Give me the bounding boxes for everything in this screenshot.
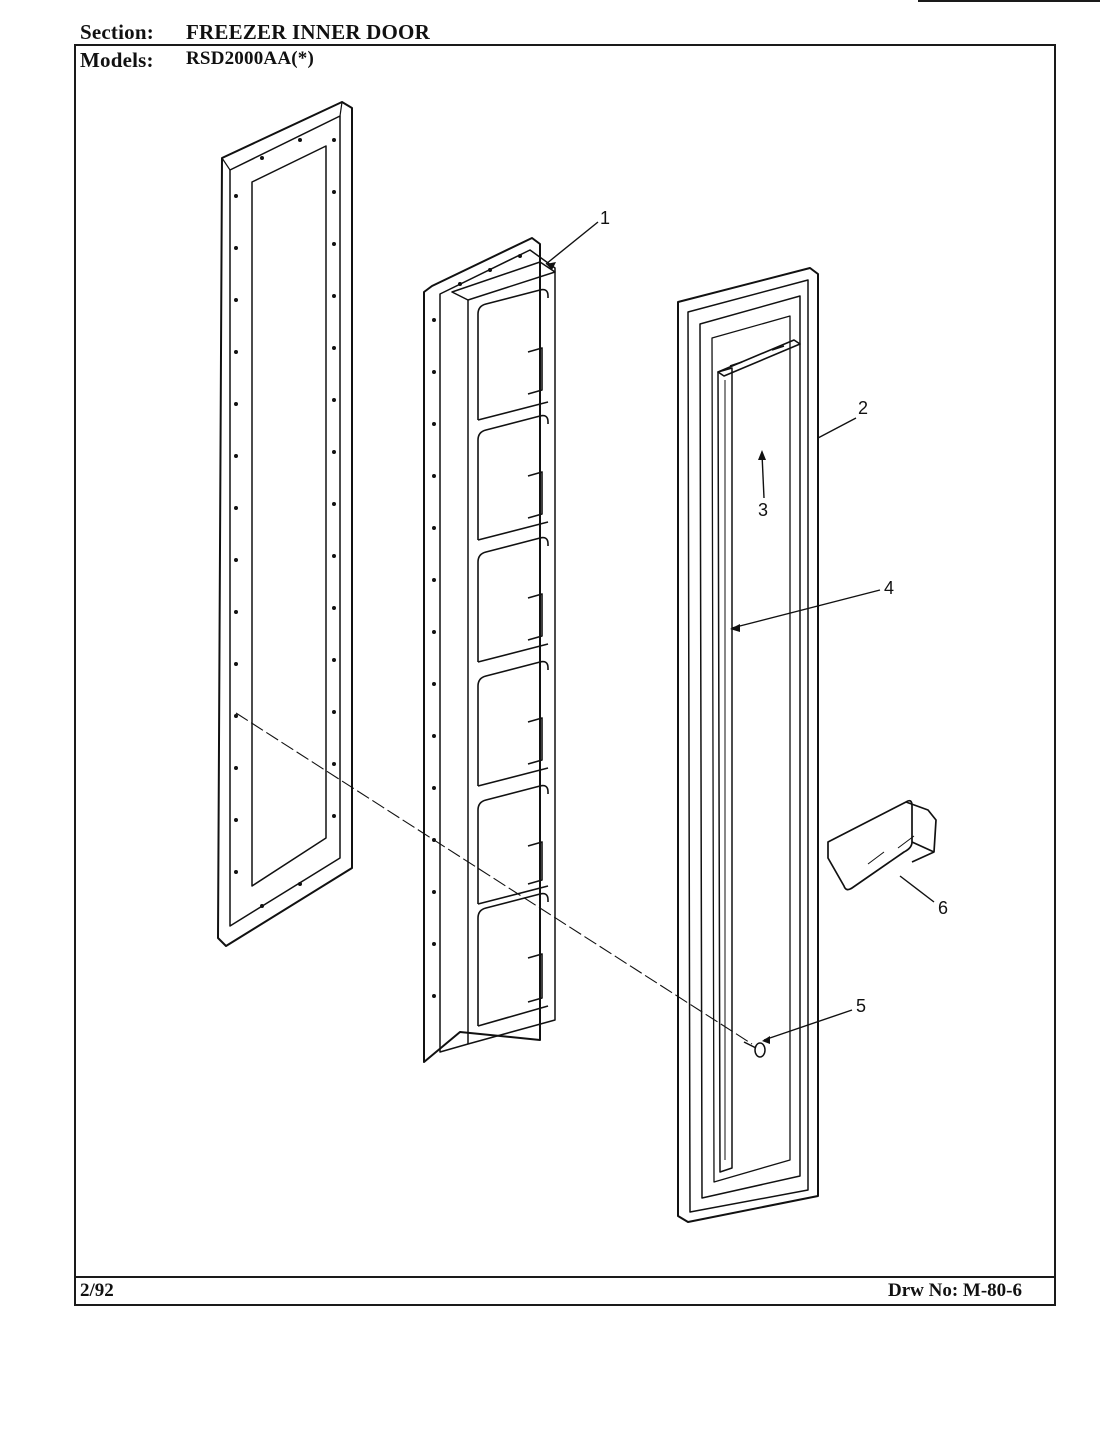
leader-line-6 (899, 875, 935, 903)
leader-line-5 (763, 1009, 853, 1041)
top-trim-strip (717, 339, 801, 377)
section-label: Section: (80, 20, 154, 44)
callout-5: 5 (856, 996, 867, 1016)
callout-4: 4 (884, 578, 895, 598)
callout-3: 3 (758, 500, 769, 520)
leader-line-2 (817, 417, 857, 439)
door-bin (827, 799, 937, 891)
leader-line-3 (761, 453, 765, 499)
alignment-line (235, 712, 753, 1045)
footer-drawing-number: Drw No: M-80-6 (888, 1280, 1023, 1301)
footer-rule (74, 1276, 1056, 1278)
door-rail (717, 367, 733, 1173)
leader-line-1 (545, 221, 599, 265)
diagram-frame (74, 44, 1056, 1306)
leader-line-4 (731, 589, 881, 629)
door-gasket-frame (217, 101, 353, 947)
models-value: RSD2000AA(*) (186, 48, 315, 69)
section-value: FREEZER INNER DOOR (186, 20, 430, 44)
inner-door-liner (423, 237, 556, 1063)
callout-6: 6 (938, 898, 949, 918)
door-panel (677, 267, 819, 1223)
corner-rule (918, 0, 1100, 2)
screw (743, 1041, 766, 1058)
footer-date: 2/92 (80, 1280, 114, 1301)
models-label: Models: (80, 48, 154, 72)
callout-1: 1 (600, 208, 611, 228)
callout-2: 2 (858, 398, 869, 418)
